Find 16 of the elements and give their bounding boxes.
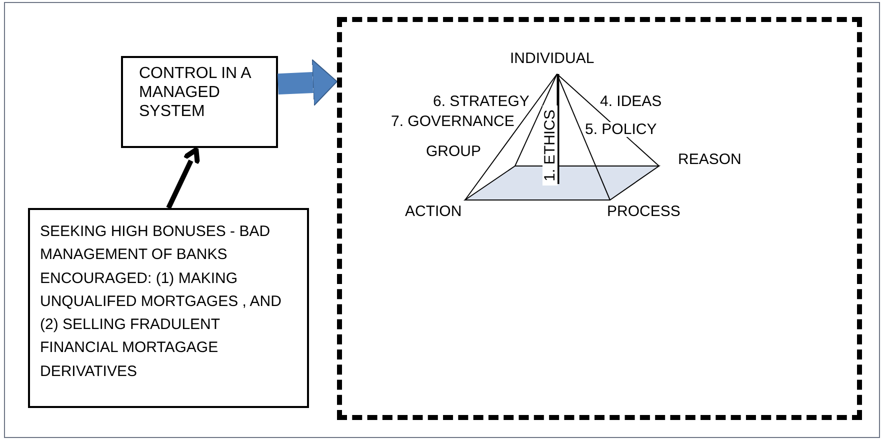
pyramid-label: 7. GOVERNANCE <box>391 114 514 129</box>
pyramid-label: 4. IDEAS <box>600 94 662 109</box>
pyramid-label: ACTION <box>405 204 462 219</box>
pyramid-label: 6. STRATEGY <box>433 94 530 109</box>
pyramid-label: REASON <box>678 152 742 167</box>
box-text: SEEKING HIGH BONUSES - BAD MANAGEMENT OF BANKS ENCOURAGED: (1) MAKING UNQUALIFED MORTGAGES , AND (2) SELLING FRADULENT FINANCIAL MORTAGAGE DERIVATIVES <box>40 222 282 382</box>
pyramid-label: 5. POLICY <box>585 122 657 137</box>
box-text: CONTROL IN A MANAGED SYSTEM <box>139 64 252 122</box>
arrow <box>278 59 338 106</box>
pyramid-label: INDIVIDUAL <box>510 51 594 66</box>
pyramid-label: 1. ETHICS <box>542 106 558 186</box>
pyramid-label: PROCESS <box>607 204 680 219</box>
pyramid-label: GROUP <box>426 144 482 159</box>
text-box <box>28 208 309 408</box>
text-box <box>121 56 278 148</box>
arrow <box>166 147 200 210</box>
